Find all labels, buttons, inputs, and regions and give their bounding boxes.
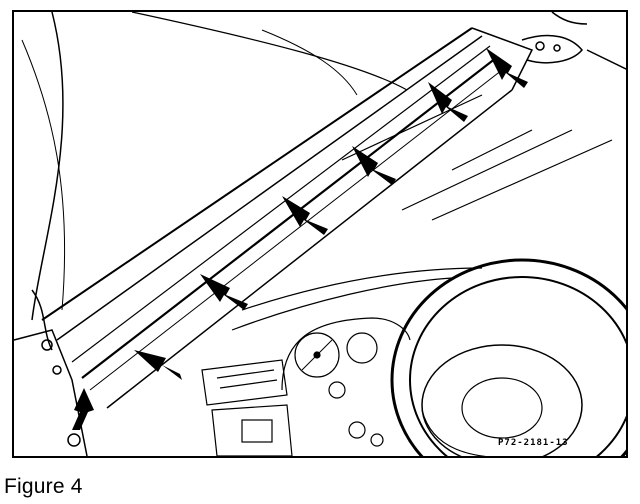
reference-code: P72-2181-13 xyxy=(498,438,569,448)
arrows xyxy=(72,48,528,430)
mirror-bracket xyxy=(521,11,628,71)
windshield-reflection xyxy=(261,29,358,96)
center-console xyxy=(201,359,384,457)
steering-wheel xyxy=(390,258,628,458)
arrow-icon xyxy=(352,146,396,185)
windshield-top-curve xyxy=(131,11,408,91)
figure-frame xyxy=(12,10,628,458)
windshield-outline xyxy=(31,11,64,321)
arrow-icon xyxy=(486,48,528,88)
arrow-icon xyxy=(200,274,248,310)
figure-caption: Figure 4 xyxy=(4,475,83,498)
arrow-icon xyxy=(282,196,328,235)
figure-illustration: P72-2181-13 xyxy=(12,10,628,458)
arrow-icon xyxy=(72,388,94,430)
dashboard-lines xyxy=(231,94,613,331)
windshield-inner-line xyxy=(21,39,66,311)
arrow-icon xyxy=(428,82,468,122)
pillar-trim xyxy=(41,27,534,409)
arrow-icon xyxy=(134,350,182,380)
instrument-cluster xyxy=(281,317,411,399)
